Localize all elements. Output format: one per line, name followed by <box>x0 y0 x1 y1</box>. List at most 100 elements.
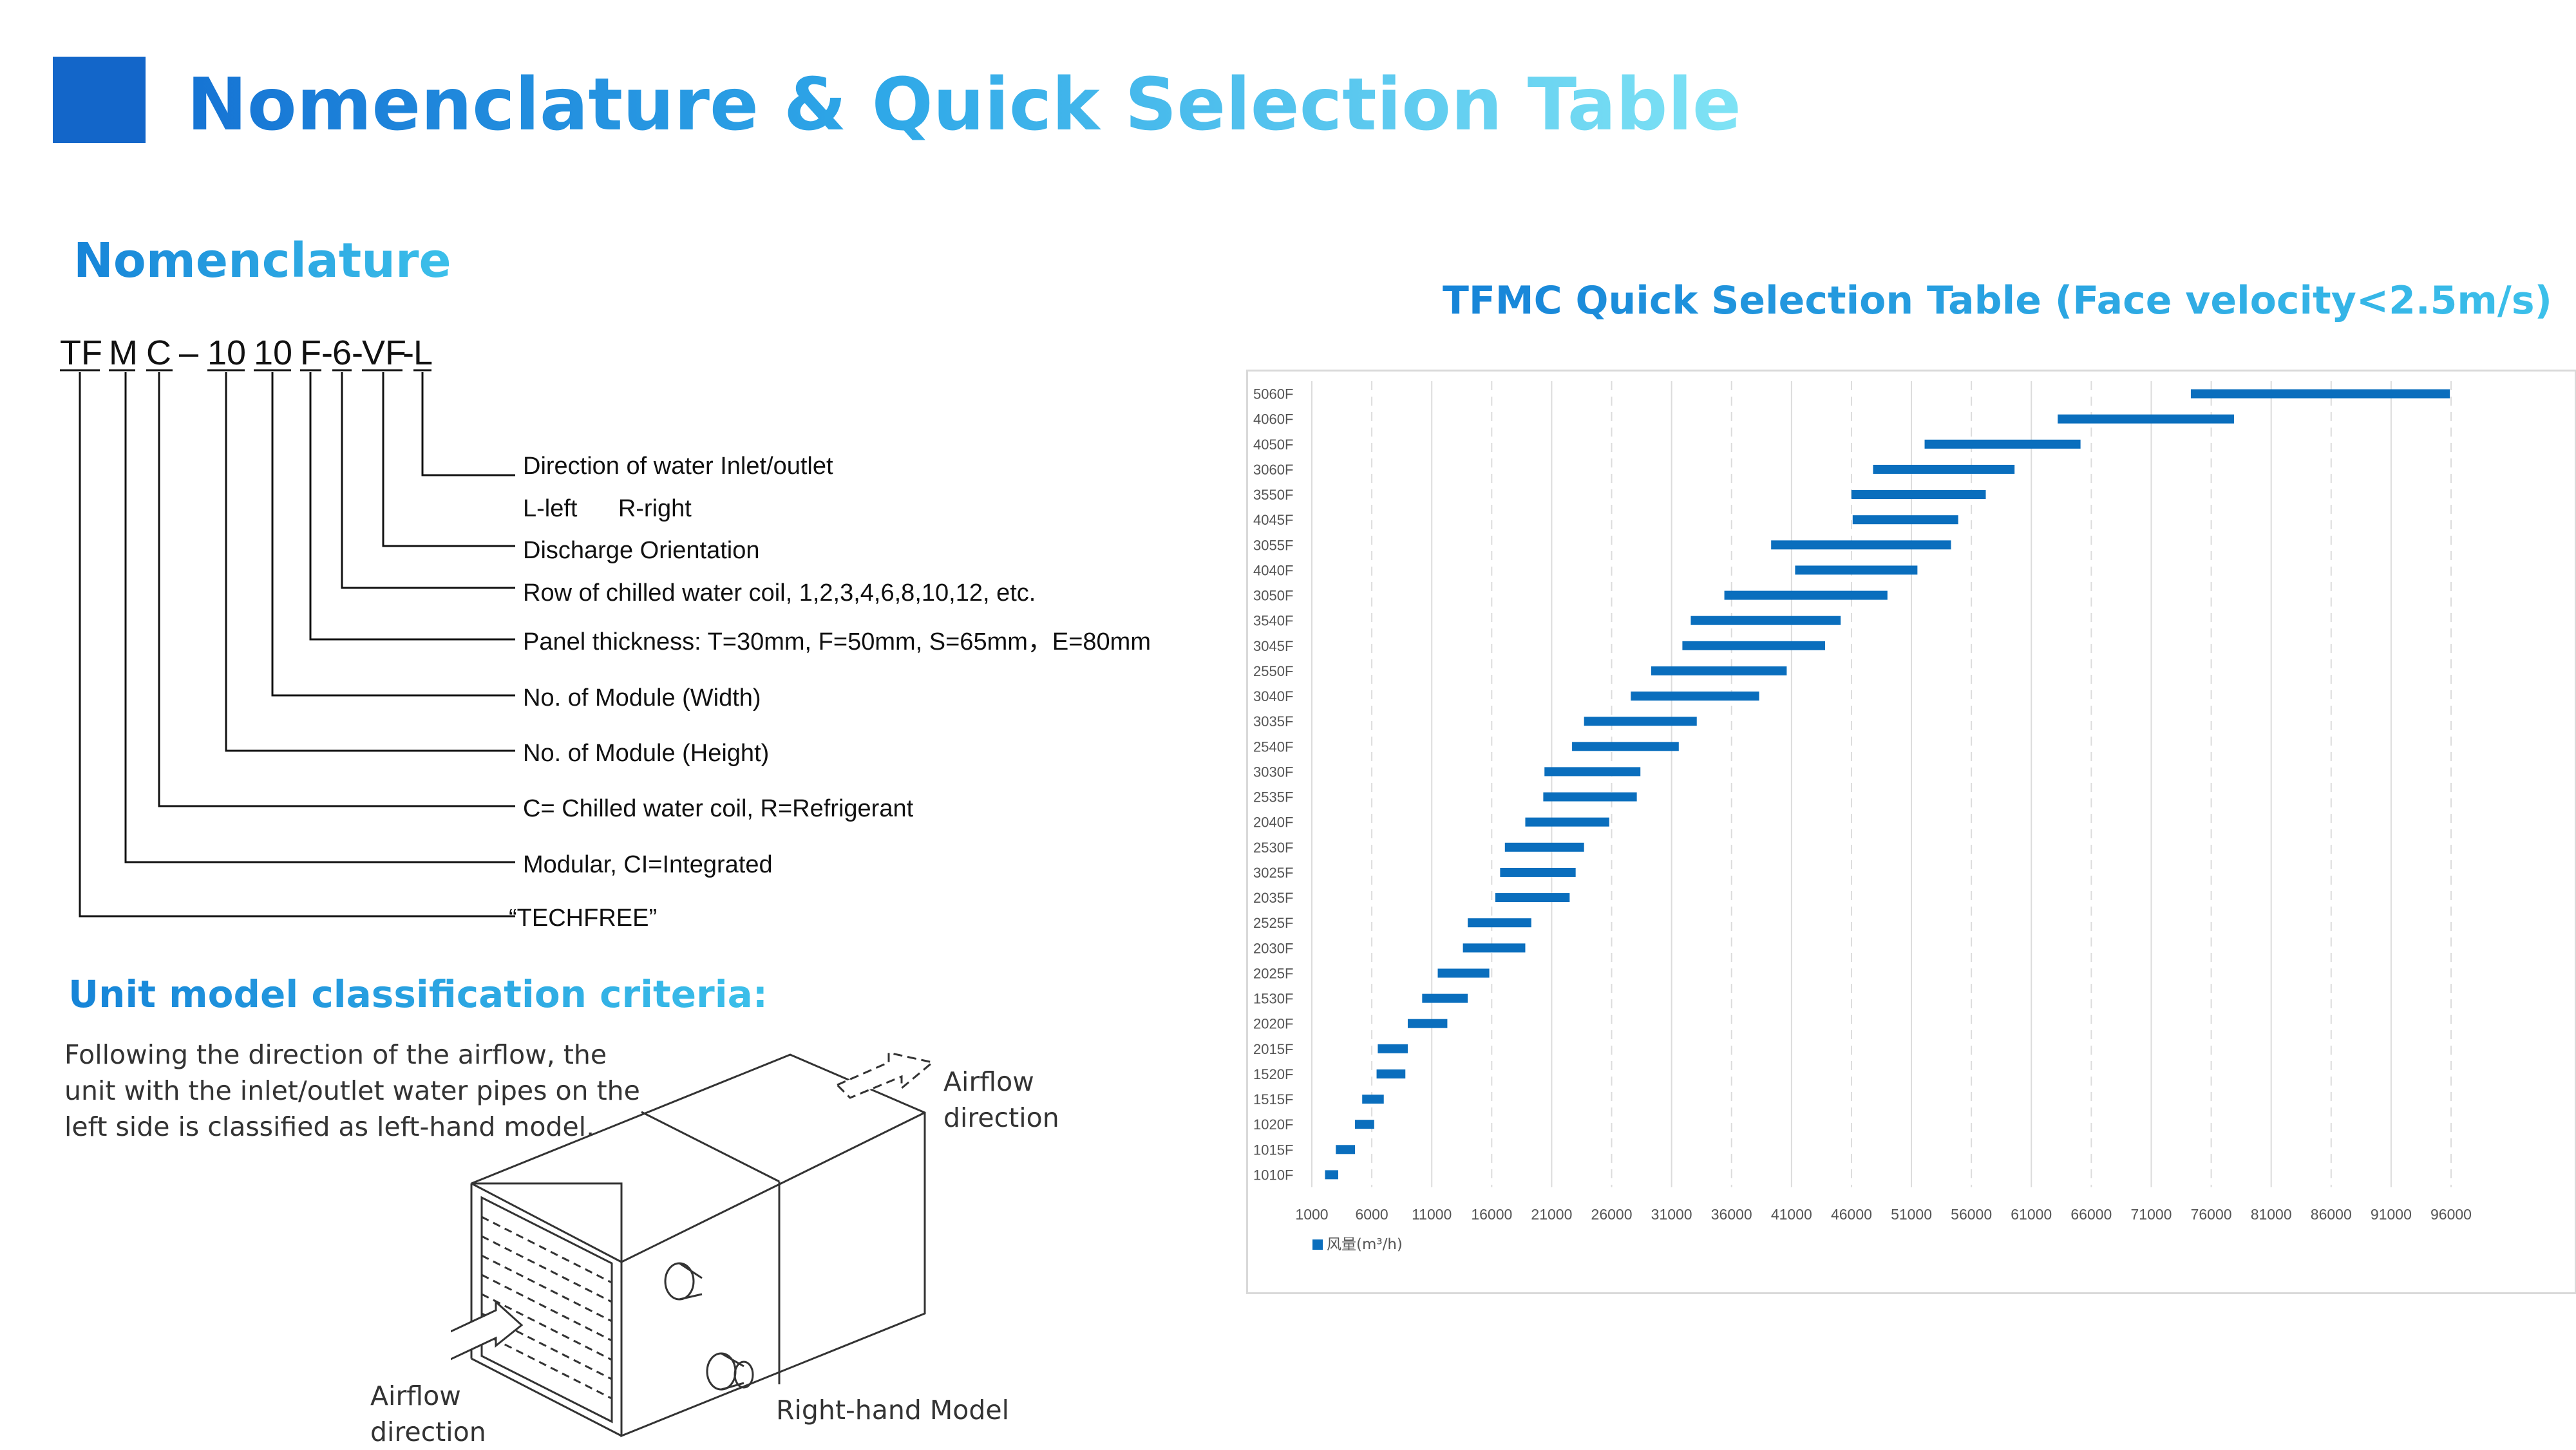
description-coil-rows: Row of chilled water coil, 1,2,3,4,6,8,1… <box>523 579 1036 607</box>
right-hand-model-label: Right-hand Model <box>776 1395 1010 1426</box>
x-tick-label: 76000 <box>2191 1206 2232 1223</box>
range-bar <box>1724 590 1888 600</box>
classification-text: Following the direction of the airflow, … <box>64 1039 640 1142</box>
range-bar <box>1437 968 1490 978</box>
legend-label: 风量(m³/h) <box>1327 1236 1403 1253</box>
description-coil-type: C= Chilled water coil, R=Refrigerant <box>523 795 914 822</box>
category-label: 3035F <box>1253 713 1293 730</box>
range-bar <box>1407 1019 1448 1028</box>
range-bar <box>1851 490 1986 500</box>
category-label: 2550F <box>1253 663 1293 679</box>
classification-heading: Unit model classification criteria: <box>68 972 768 1016</box>
chart-title: TFMC Quick Selection Table (Face velocit… <box>1443 278 2552 323</box>
category-label: 3550F <box>1253 487 1293 503</box>
range-bar <box>1543 792 1637 802</box>
description-module-height: No. of Module (Height) <box>523 740 769 767</box>
description-left-right: L-left R-right <box>523 495 692 522</box>
chart-plot: 1000 6000 11000 16000 21000 26000 31000 36000 41… <box>1253 381 2472 1253</box>
x-tick-label: 71000 <box>2130 1206 2172 1223</box>
page-title: Nomenclature & Quick Selection Table <box>187 62 1741 148</box>
range-bar <box>1362 1095 1384 1104</box>
x-tick-label: 86000 <box>2311 1206 2352 1223</box>
code-segment: - <box>402 334 414 372</box>
range-bar <box>1504 842 1584 852</box>
x-tick-label: 21000 <box>1531 1206 1572 1223</box>
code-segment: F <box>300 334 321 372</box>
x-tick-label: 91000 <box>2371 1206 2412 1223</box>
description-water-direction: Direction of water Inlet/outlet <box>523 453 833 480</box>
x-tick-label: 96000 <box>2430 1206 2472 1223</box>
description-module-width: No. of Module (Width) <box>523 684 761 711</box>
x-tick-label: 11000 <box>1412 1206 1452 1223</box>
category-label: 2540F <box>1253 739 1293 755</box>
range-bar <box>1525 817 1609 827</box>
category-label: 1015F <box>1253 1142 1293 1158</box>
range-bar <box>1544 767 1641 777</box>
range-bar <box>1795 565 1918 575</box>
code-segment: – <box>179 334 198 372</box>
category-label: 3540F <box>1253 613 1293 629</box>
x-tick-label: 66000 <box>2070 1206 2112 1223</box>
connector-lines <box>60 369 515 918</box>
description-discharge: Discharge Orientation <box>523 537 760 564</box>
category-label: 2525F <box>1253 915 1293 931</box>
code-segment: L <box>413 334 433 372</box>
range-bar <box>1468 918 1531 928</box>
category-label: 1020F <box>1253 1116 1293 1133</box>
category-label: 3045F <box>1253 638 1293 654</box>
nomenclature-heading: Nomenclature <box>73 233 451 288</box>
category-label: 2015F <box>1253 1041 1293 1057</box>
category-label: 4045F <box>1253 512 1293 528</box>
range-bar <box>1852 515 1958 525</box>
range-bar <box>1771 540 1951 550</box>
category-label: 1520F <box>1253 1066 1293 1082</box>
category-label: 2020F <box>1253 1016 1293 1032</box>
range-bar <box>1336 1145 1356 1154</box>
x-tick-label: 31000 <box>1651 1206 1692 1223</box>
range-bar <box>1631 692 1759 701</box>
category-label: 3055F <box>1253 537 1293 553</box>
category-label: 2535F <box>1253 789 1293 805</box>
category-label: 1010F <box>1253 1167 1293 1183</box>
x-tick-label: 36000 <box>1711 1206 1752 1223</box>
description-modular: Modular, CI=Integrated <box>523 851 773 878</box>
x-tick-label: 26000 <box>1591 1206 1633 1223</box>
x-tick-label: 51000 <box>1891 1206 1932 1223</box>
range-bar <box>2190 389 2450 399</box>
category-label: 4060F <box>1253 411 1293 428</box>
x-tick-label: 6000 <box>1356 1206 1388 1223</box>
x-tick-label: 81000 <box>2251 1206 2292 1223</box>
category-label: 2025F <box>1253 965 1293 981</box>
range-bar <box>1651 666 1787 675</box>
range-bar <box>1495 893 1570 903</box>
category-label: 4050F <box>1253 437 1293 453</box>
range-bar <box>1422 993 1468 1003</box>
category-label: 2040F <box>1253 814 1293 831</box>
x-tick-label: 16000 <box>1471 1206 1512 1223</box>
category-label: 2035F <box>1253 890 1293 906</box>
range-bar <box>1500 867 1576 877</box>
code-segment: - <box>352 334 363 372</box>
unit-illustration <box>451 1051 935 1438</box>
description-techfree: “TECHFREE” <box>509 905 657 932</box>
code-segment: 10 <box>254 334 292 372</box>
x-tick-label: 1000 <box>1295 1206 1328 1223</box>
x-tick-label: 61000 <box>2011 1206 2052 1223</box>
range-bar <box>1463 943 1526 953</box>
code-segment: VF <box>362 334 406 372</box>
description-panel-thickness: Panel thickness: T=30mm, F=50mm, S=65mm，… <box>523 628 1151 655</box>
code-segment: M <box>109 334 138 372</box>
nomenclature-descriptions: Direction of water Inlet/outlet L-left R… <box>509 453 1151 932</box>
x-tick-label: 46000 <box>1831 1206 1872 1223</box>
category-label: 2530F <box>1253 840 1293 856</box>
airflow-label-text: Airflow direction <box>943 1066 1059 1133</box>
quick-selection-chart: 1000 6000 11000 16000 21000 26000 31000 36000 41… <box>1246 370 2576 1294</box>
code-segment: 10 <box>207 334 246 372</box>
range-bar <box>1378 1044 1408 1053</box>
range-bar <box>2058 414 2234 424</box>
range-bar <box>1572 742 1679 751</box>
x-tick-label: 56000 <box>1951 1206 1992 1223</box>
x-tick-label: 41000 <box>1771 1206 1812 1223</box>
category-label: 3050F <box>1253 588 1293 604</box>
category-label: 5060F <box>1253 386 1293 402</box>
